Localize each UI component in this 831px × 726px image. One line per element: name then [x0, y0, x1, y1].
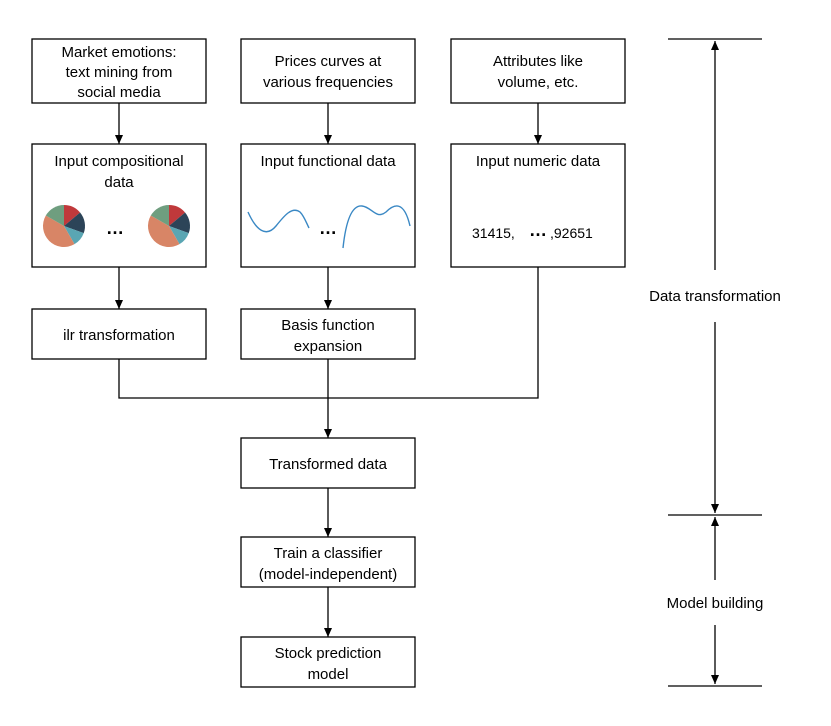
pie-slice: [147, 215, 180, 247]
ellipsis-compositional: …: [106, 218, 124, 238]
pie-slice: [169, 212, 190, 234]
attributes-box: Attributes like volume, etc.: [450, 38, 626, 104]
ellipsis-functional: …: [319, 218, 337, 238]
train-classifier-box: Train a classifier (model-independent): [240, 536, 416, 588]
pie-slice: [169, 226, 189, 245]
attributes-line-2: volume, etc.: [498, 74, 579, 91]
side-scale: Data transformation Model building: [649, 38, 781, 687]
input-numeric-line-1: Input numeric data: [476, 153, 601, 170]
basis-function-line-1: Basis function: [281, 317, 374, 334]
pie-chart-icon: [42, 205, 85, 247]
pie-chart-icon: [147, 205, 190, 247]
pie-slice: [45, 205, 64, 226]
numeric-example-first: 31415,: [472, 225, 515, 241]
stock-prediction-line-1: Stock prediction: [275, 645, 382, 662]
numeric-example-last: ,92651: [550, 225, 593, 241]
input-compositional-line-2: data: [104, 174, 134, 191]
data-transformation-label: Data transformation: [649, 288, 781, 305]
basis-function-line-2: expansion: [294, 338, 362, 355]
stock-prediction-line-2: model: [308, 666, 349, 683]
train-classifier-line-2: (model-independent): [259, 566, 397, 583]
model-building-label: Model building: [667, 595, 764, 612]
function-curve-icon: [247, 209, 310, 233]
ilr-transformation-label: ilr transformation: [63, 327, 175, 344]
market-emotions-line-2: text mining from: [66, 64, 173, 81]
pie-slice: [64, 212, 85, 234]
market-emotions-line-3: social media: [77, 84, 161, 101]
input-functional-line-1: Input functional data: [260, 153, 396, 170]
pie-slice: [42, 215, 75, 247]
input-compositional-line-1: Input compositional: [54, 153, 183, 170]
pie-slice: [64, 205, 81, 226]
prices-curves-line-1: Prices curves at: [275, 53, 383, 70]
prices-curves-box: Prices curves at various frequencies: [240, 38, 416, 104]
stock-prediction-box: Stock prediction model: [240, 636, 416, 688]
input-numeric-box: Input numeric data 31415, … ,92651: [450, 143, 626, 268]
transformed-data-box: Transformed data: [240, 437, 416, 489]
pie-slice: [150, 205, 169, 226]
input-compositional-box: Input compositional data …: [31, 143, 207, 268]
pie-slice: [169, 205, 186, 226]
market-emotions-line-1: Market emotions:: [61, 44, 176, 61]
prices-curves-line-2: various frequencies: [263, 74, 393, 91]
market-emotions-box: Market emotions: text mining from social…: [31, 38, 207, 104]
pie-slice: [64, 226, 84, 245]
ellipsis-numeric: …: [529, 220, 547, 240]
ilr-transformation-box: ilr transformation: [31, 308, 207, 360]
function-curve-icon: [342, 205, 411, 249]
train-classifier-line-1: Train a classifier: [274, 545, 383, 562]
basis-function-box: Basis function expansion: [240, 308, 416, 360]
input-functional-box: Input functional data …: [240, 143, 416, 268]
transformed-data-label: Transformed data: [269, 456, 387, 473]
attributes-line-1: Attributes like: [493, 53, 583, 70]
